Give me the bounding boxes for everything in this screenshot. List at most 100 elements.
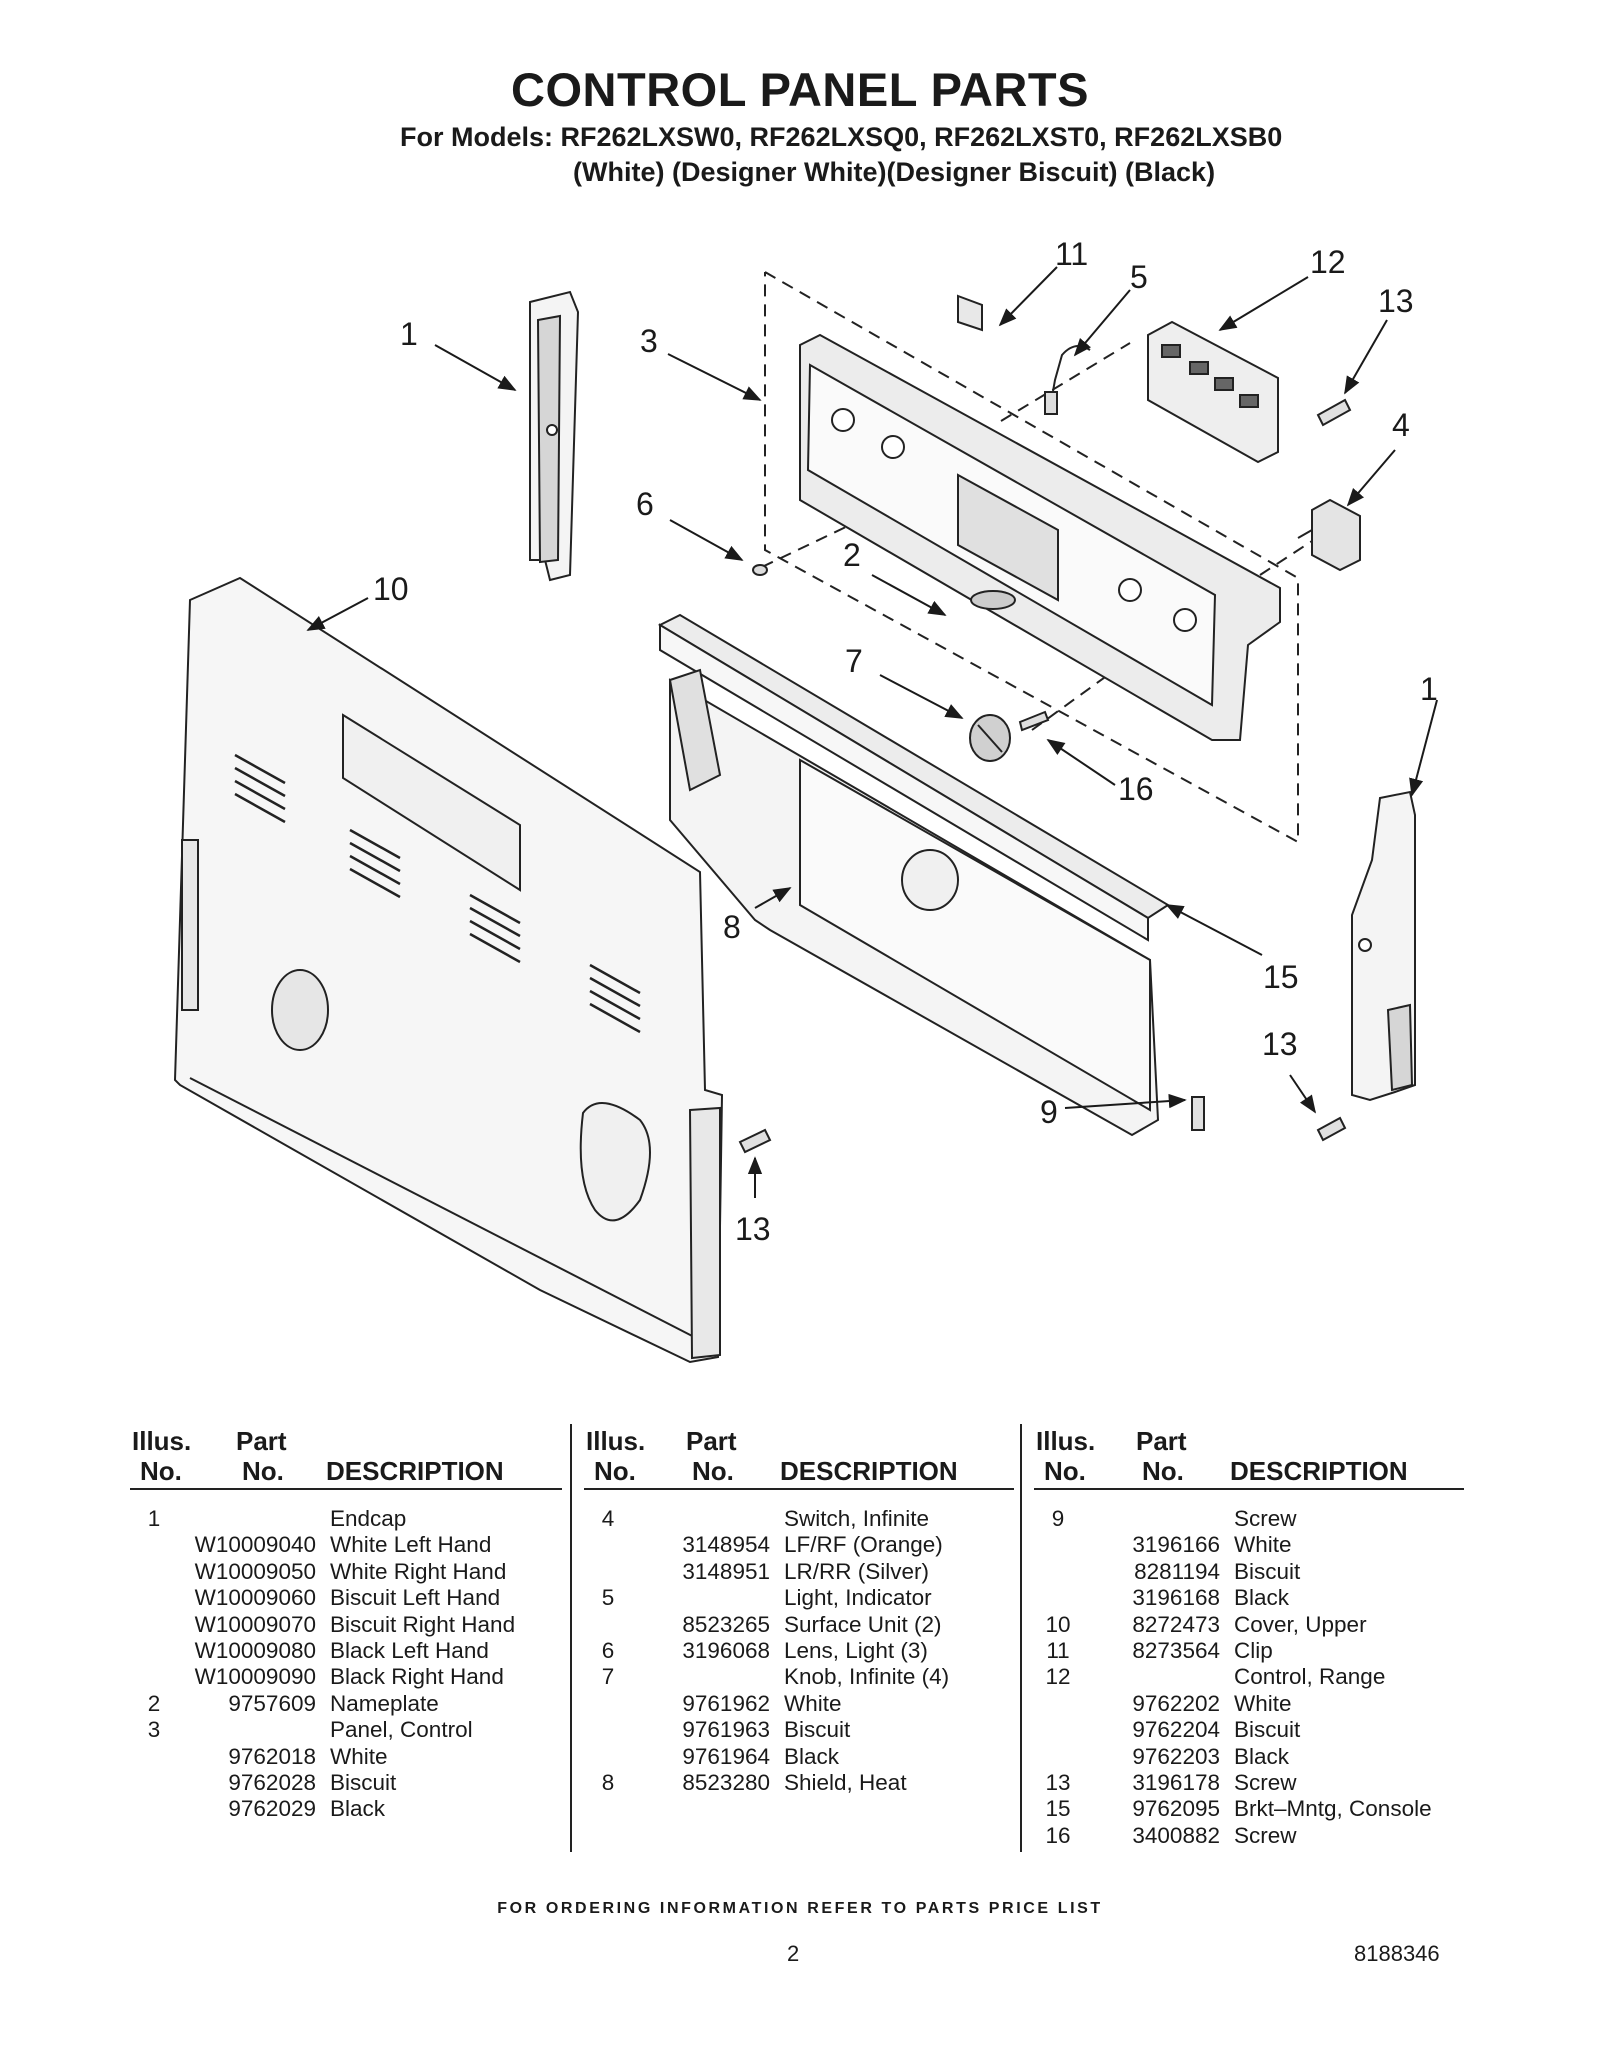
- page-number: 2: [787, 1941, 800, 1966]
- part-description: White Left Hand: [330, 1532, 492, 1558]
- part-number: 9762095: [1132, 1796, 1220, 1822]
- header-illus: Illus.: [1036, 1426, 1096, 1456]
- table-row: W10009060 Biscuit Left Hand: [130, 1585, 562, 1611]
- part-description: Biscuit Left Hand: [330, 1585, 501, 1611]
- part-number: 8523280: [682, 1769, 770, 1795]
- part-description: Screw: [1234, 1822, 1297, 1848]
- part-number: 9762203: [1132, 1743, 1220, 1769]
- callout-15: 15: [1263, 959, 1299, 995]
- table-row: 7 Knob, Infinite (4): [584, 1664, 1014, 1690]
- header-part: Part: [236, 1426, 287, 1456]
- callout-7: 7: [845, 643, 863, 679]
- illus-number: 9: [1051, 1506, 1065, 1531]
- exploded-parts-diagram: 1 3 6 2 11 5 12 13 4 10 7 16 1 15 8 9 13…: [173, 236, 1438, 1364]
- part-description: Black: [330, 1796, 386, 1822]
- part-knob: [969, 714, 1011, 762]
- part-number: 3148954: [682, 1532, 770, 1558]
- part-number: 9761962: [682, 1690, 770, 1716]
- table-header: Illus. No. Part No. DESCRIPTION: [584, 1424, 1014, 1490]
- part-number: 3196178: [1132, 1769, 1220, 1795]
- callout-12: 12: [1310, 244, 1346, 280]
- part-screw-9: [1191, 1096, 1205, 1131]
- column-divider: [1020, 1424, 1022, 1852]
- part-number: W10009060: [194, 1585, 316, 1611]
- part-number: 9757609: [228, 1690, 316, 1716]
- header-part-no: No.: [1142, 1456, 1184, 1486]
- part-description: Black Left Hand: [330, 1637, 489, 1663]
- model-colors: (White) (Designer White)(Designer Biscui…: [573, 157, 1216, 187]
- part-number: 8273564: [1132, 1637, 1220, 1663]
- callout-8: 8: [723, 909, 741, 945]
- part-description: Biscuit: [1234, 1558, 1301, 1584]
- part-description: Control, Range: [1234, 1664, 1386, 1690]
- part-description: Black: [1234, 1743, 1290, 1769]
- part-description: Brkt–Mntg, Console: [1234, 1796, 1432, 1822]
- illus-number: 10: [1045, 1611, 1071, 1637]
- table-row: 9762203 Black: [1034, 1744, 1464, 1770]
- table-row: 9762028 Biscuit: [130, 1770, 562, 1796]
- header-description: DESCRIPTION: [780, 1456, 958, 1486]
- callout-9: 9: [1040, 1094, 1058, 1130]
- illus-number: 6: [601, 1637, 615, 1663]
- part-heat-shield: [668, 668, 1160, 1137]
- part-number: 3196168: [1132, 1585, 1220, 1611]
- part-description: Black Right Hand: [330, 1664, 504, 1690]
- illus-number: 15: [1045, 1796, 1071, 1822]
- callout-numbers: 1 3 6 2 11 5 12 13 4 10 7 16 1 15 8 9 13…: [373, 236, 1438, 1247]
- part-number: 8523265: [682, 1611, 770, 1637]
- part-description: Biscuit: [330, 1769, 397, 1795]
- header-illus: Illus.: [132, 1426, 192, 1456]
- part-description: White Right Hand: [330, 1558, 507, 1584]
- part-description: Biscuit Right Hand: [330, 1611, 516, 1637]
- part-number: 9761963: [682, 1717, 770, 1743]
- illus-number: 2: [147, 1690, 161, 1716]
- part-description: Endcap: [330, 1506, 407, 1531]
- part-number: 8281194: [1134, 1558, 1220, 1584]
- part-number: 9762028: [228, 1769, 316, 1795]
- part-description: Clip: [1234, 1637, 1273, 1663]
- callout-5: 5: [1130, 259, 1148, 295]
- illus-number: 7: [601, 1664, 615, 1690]
- part-description: LR/RR (Silver): [784, 1558, 930, 1584]
- part-description: Surface Unit (2): [784, 1611, 942, 1637]
- part-clip: [957, 294, 983, 332]
- part-range-control: [1147, 320, 1279, 464]
- table-header: Illus. No. Part No. DESCRIPTION: [130, 1424, 562, 1490]
- callout-1-left: 1: [400, 316, 418, 352]
- part-screw-16: [1018, 710, 1050, 732]
- part-number: 3196166: [1132, 1532, 1220, 1558]
- part-description: Black: [784, 1743, 840, 1769]
- part-number: 3196068: [682, 1637, 770, 1663]
- part-description: White: [1234, 1690, 1292, 1716]
- callout-leaders: [306, 266, 1438, 1198]
- part-description: Knob, Infinite (4): [784, 1664, 950, 1690]
- callout-6: 6: [636, 486, 654, 522]
- part-number: 8272473: [1132, 1611, 1220, 1637]
- cover-vent-slots: [234, 753, 641, 1034]
- part-description: Biscuit: [1234, 1717, 1301, 1743]
- callout-16: 16: [1118, 771, 1154, 807]
